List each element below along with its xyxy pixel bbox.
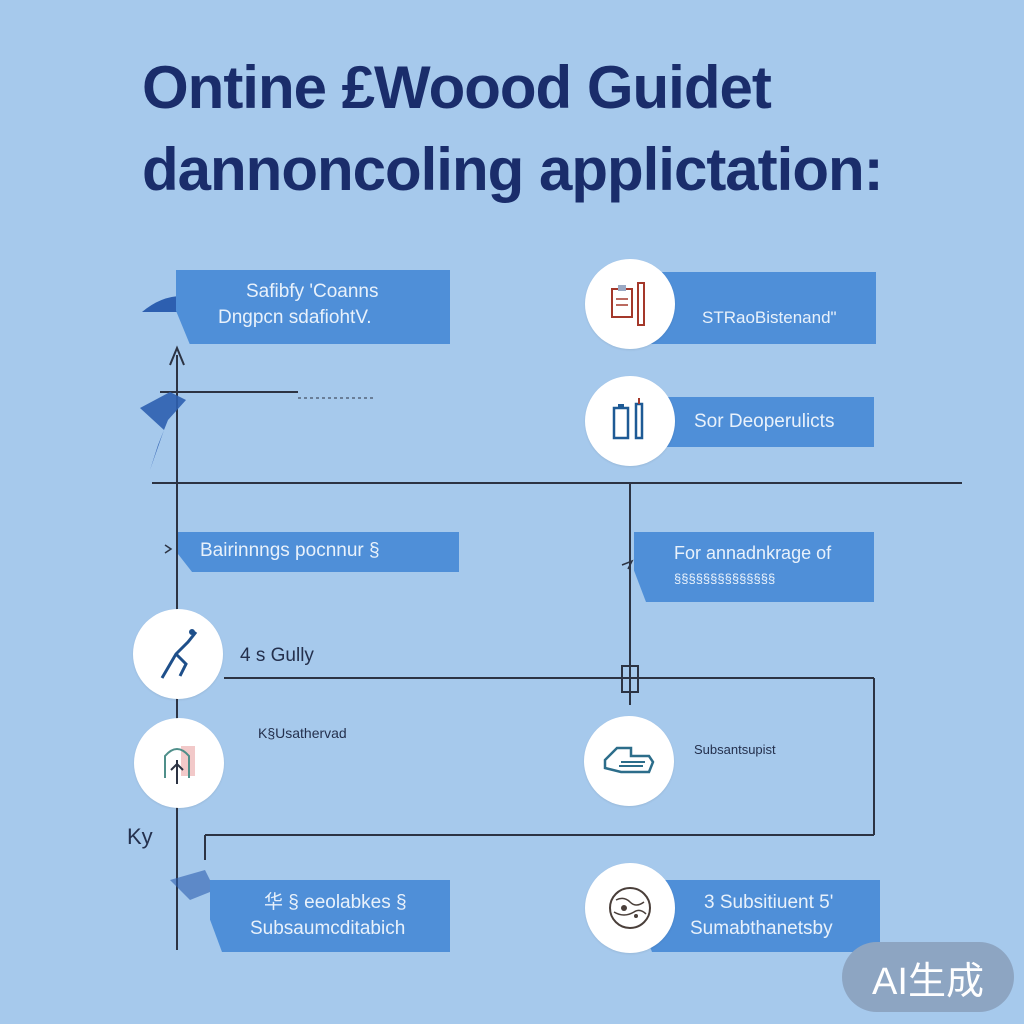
info-box-safety-line1: Safibfy 'Coanns [246, 281, 379, 302]
info-box-developments: Sor Deoperulicts [640, 397, 874, 447]
globe-icon [609, 887, 651, 929]
info-box-annadnkrage-line1: For annadnkrage of [674, 543, 832, 563]
info-box-safety: Safibfy 'Coanns Dngpcn sdafiohtV. [176, 270, 450, 344]
label-usathervad: K§Usathervad [258, 725, 347, 741]
globe-circle [585, 863, 675, 953]
info-box-safety-line2: Dngpcn sdafiohtV. [218, 307, 372, 328]
info-box-annadnkrage-line2: §§§§§§§§§§§§§§ [674, 571, 776, 586]
clipboard-icon [611, 282, 645, 326]
info-box-subsaumc-line1: 华 § eeolabkes § [264, 892, 407, 913]
label-gully: 4 s Gully [240, 645, 314, 666]
machine-circle [584, 716, 674, 806]
ai-generated-badge: AI生成 [842, 942, 1014, 1012]
title-line-1: Ontine £Woood Guidet [142, 54, 772, 121]
climber-icon [160, 629, 198, 679]
info-box-strao-line1: STRaoBistenand" [702, 308, 837, 327]
battery-icon [612, 398, 644, 440]
info-box-subsaumc-line2: Subsaumcditabich [250, 918, 406, 939]
info-box-subsaumc: 华 § eeolabkes § Subsaumcditabich [210, 880, 450, 952]
info-box-subsitiuent-line1: 3 Subsitiuent 5' [704, 892, 834, 913]
info-box-developments-line1: Sor Deoperulicts [694, 411, 835, 432]
battery-circle [585, 376, 675, 466]
label-ky: Ky [127, 824, 153, 849]
figure-icon [140, 392, 186, 470]
info-box-annadnkrage: For annadnkrage of §§§§§§§§§§§§§§ [634, 532, 874, 602]
axis-arrow-head [169, 345, 185, 366]
info-box-bairinnngs-line1: Bairinnngs pocnnur § [200, 540, 380, 561]
info-box-bairinnngs: Bairinnngs pocnnur § [178, 532, 459, 572]
clipboard-circle [585, 259, 675, 349]
info-box-subsitiuent-line2: Sumabthanetsby [690, 918, 833, 939]
info-box-subsitiuent: 3 Subsitiuent 5' Sumabthanetsby [640, 880, 880, 952]
machine-icon [603, 746, 655, 774]
fork-icon [164, 746, 195, 784]
fork-circle [134, 718, 224, 808]
climber-circle [133, 609, 223, 699]
label-subsantsupist: Subsantsupist [694, 742, 776, 757]
title-line-2: dannoncoling applictation: [142, 136, 884, 203]
